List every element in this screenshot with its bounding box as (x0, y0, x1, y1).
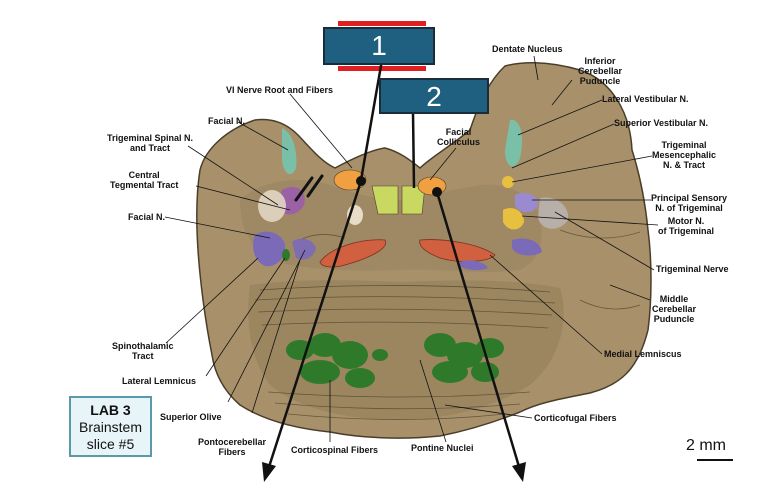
lab-slice: slice #5 (86, 436, 135, 452)
right-long-arrow-line (435, 191, 522, 471)
right-arrowhead (512, 462, 526, 482)
vi-nerve-fibers (294, 174, 324, 202)
corticospinal-tract-left (286, 333, 388, 388)
motor-trigeminal-yellow (503, 208, 524, 230)
label-medial-lemniscus: Medial Lemniscus (604, 349, 682, 359)
left-arrowhead (262, 462, 276, 482)
corticospinal-tract-right (424, 333, 504, 383)
label-facial-nerve-lower: Facial N. (128, 212, 166, 222)
red-bar-bottom (338, 66, 426, 71)
label-motor-trigeminal: Motor N. of Trigeminal (658, 216, 715, 236)
label-principal-sensory: Principal Sensory N. of Trigeminal (651, 193, 728, 213)
label-trigeminal-nerve: Trigeminal Nerve (656, 264, 729, 274)
facial-nerve-teal (282, 128, 297, 175)
label-corticospinal-fibers: Corticospinal Fibers (291, 445, 379, 455)
lab-number: LAB 3 (90, 402, 131, 418)
label-corticofugal-fibers: Corticofugal Fibers (534, 413, 617, 423)
vestibular-teal (505, 119, 522, 167)
label-spinothalamic-tract: Spinothalamic Tract (112, 341, 174, 361)
label-trigeminal-spinal: Trigeminal Spinal N. and Tract (107, 133, 194, 153)
trigeminal-nerve-gray (538, 197, 569, 229)
label-lateral-lemniscus: Lateral Lemnicus (122, 376, 197, 386)
label-middle-cerebellar-peduncle: Middle Cerebellar Puduncle (652, 294, 697, 324)
pale-nucleus-left (258, 190, 286, 222)
trigeminal-mesencephalic-yellow (502, 176, 514, 188)
leader-lines (164, 55, 659, 443)
facial-colliculus-right (401, 185, 426, 215)
label-facial-colliculus: Facial Colliculus (437, 127, 481, 147)
label-inferior-cerebellar-peduncle: Inferior Cerebellar Puduncle (578, 56, 623, 86)
label-superior-vestibular: Superior Vestibular N. (614, 118, 709, 128)
principal-sensory-purple (515, 193, 539, 213)
medial-lemniscus-right (419, 239, 496, 262)
label-pontine-nuclei: Pontine Nuclei (411, 443, 474, 453)
label-dentate-nucleus: Dentate Nucleus (492, 44, 563, 54)
label-vi-nerve-root: VI Nerve Root and Fibers (226, 85, 334, 95)
label-pontocerebellar-fibers: Pontocerebellar Fibers (198, 437, 267, 457)
red-bar-top (338, 21, 426, 26)
superior-olive-left (292, 238, 316, 260)
transverse-fibers (254, 229, 641, 420)
lab-topic: Brainstem (78, 419, 143, 435)
marker-1: 1 (323, 27, 435, 65)
marker-1-arrow-line (359, 59, 384, 181)
label-superior-olive: Superior Olive (160, 412, 222, 422)
scale-label: 2 mm (686, 437, 726, 454)
marker-2-arrow-line (411, 111, 416, 189)
label-central-tegmental-tract: Central Tegmental Tract (110, 170, 179, 190)
lab-info-box: LAB 3 Brainstem slice #5 (69, 396, 152, 457)
marker-2: 2 (379, 78, 489, 114)
facial-nucleus-purple (253, 231, 286, 267)
purple-right-small (460, 260, 488, 271)
basis-pontis-region (248, 280, 564, 420)
label-lateral-vestibular: Lateral Vestibular N. (602, 94, 689, 104)
label-trigeminal-mesencephalic: Trigeminal Mesencephalic N. & Tract (652, 140, 717, 170)
facial-colliculus-left (371, 185, 399, 215)
green-dot-left (282, 249, 290, 261)
purple-right-lower (512, 238, 542, 256)
label-facial-nerve-upper: Facial N. (208, 116, 246, 126)
left-long-arrow-line (266, 180, 363, 471)
scale-bar (697, 459, 733, 461)
